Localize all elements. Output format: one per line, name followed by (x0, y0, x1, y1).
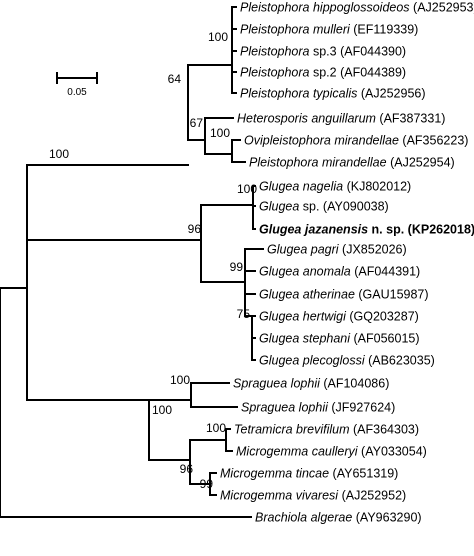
taxon-species-name: Ovipleistophora mirandellae (244, 134, 399, 148)
taxon-label: Pleistophora sp.2 (AF044389) (240, 66, 406, 80)
taxon-label: Glugea jazanensis n. sp. (KP262018) (259, 223, 474, 237)
bootstrap-value: 100 (49, 147, 69, 161)
bootstrap-value: 100 (206, 421, 226, 435)
taxon-label: Brachiola algerae (AY963290) (255, 511, 422, 525)
bootstrap-value: 64 (168, 72, 182, 86)
taxon-species-name: Glugea atherinae (259, 288, 355, 302)
taxon-label: Glugea hertwigi (GQ203287) (259, 310, 419, 324)
taxon-label: Spraguea lophii (AF104086) (233, 377, 389, 391)
taxon-accession: (AJ252953) (410, 1, 474, 15)
taxon-accession: (AY033054) (358, 445, 427, 459)
taxon-species-name: Spraguea lophii (241, 401, 329, 415)
taxon-species-name: Spraguea lophii (233, 377, 321, 391)
bootstrap-value: 100 (208, 30, 228, 44)
taxon-label: Glugea plecoglossi (AB623035) (259, 354, 435, 368)
taxon-accession: (AJ252954) (387, 156, 455, 170)
taxon-label: Glugea anomala (AF044391) (259, 265, 420, 279)
taxon-label: Pleistophora mulleri (EF119339) (240, 23, 418, 37)
bootstrap-value: 96 (180, 462, 194, 476)
bootstrap-labels: 100 64 67 100 100 100 96 99 75 100 100 96 100 99 (49, 30, 257, 491)
bootstrap-value: 100 (152, 403, 172, 417)
taxon-label: Heterosporis anguillarum (AF387331) (237, 112, 445, 126)
taxon-label: Microgemma vivaresi (AJ252952) (220, 489, 406, 503)
taxon-species-name: Glugea nagelia (259, 180, 343, 194)
taxon-species-name: Brachiola algerae (255, 511, 352, 525)
taxon-accession: (AF044391) (351, 265, 420, 279)
taxon-accession: (EF119339) (350, 23, 419, 37)
taxon-species-name: Pleistophora (240, 45, 310, 59)
taxon-accession: sp.2 (AF044389) (310, 66, 407, 80)
taxon-accession: (AJ252956) (357, 87, 425, 101)
taxon-species-name: Pleistophora mirandellae (249, 156, 387, 170)
taxon-label: Glugea stephani (AF056015) (259, 332, 420, 346)
taxon-accession: (GAU15987) (355, 288, 429, 302)
taxon-label: Spraguea lophii (JF927624) (241, 401, 395, 415)
taxon-label: Microgemma tincae (AY651319) (220, 467, 398, 481)
taxon-accession: (AY651319) (329, 467, 398, 481)
taxon-accession: (AF364303) (350, 423, 419, 437)
taxon-species-name: Pleistophora (240, 66, 310, 80)
taxon-accession: (JX852026) (339, 243, 407, 257)
taxon-label: Glugea atherinae (GAU15987) (259, 288, 429, 302)
taxon-label: Pleistophora typicalis (AJ252956) (240, 87, 426, 101)
bootstrap-value: 99 (200, 477, 214, 491)
tree-branches (0, 6, 264, 518)
taxon-accession: sp. (AY090038) (299, 200, 388, 214)
taxon-accession: (AB623035) (365, 354, 435, 368)
taxon-label: Tetramicra brevifilum (AF364303) (234, 423, 419, 437)
bootstrap-value: 99 (230, 260, 244, 274)
taxon-species-name: Glugea jazanensis (259, 223, 368, 237)
taxon-species-name: Heterosporis anguillarum (237, 112, 376, 126)
taxon-accession: (AF104086) (320, 377, 389, 391)
taxon-accession: (JF927624) (328, 401, 395, 415)
taxon-species-name: Glugea plecoglossi (259, 354, 366, 368)
taxon-label: Glugea sp. (AY090038) (259, 200, 389, 214)
taxon-label: Pleistophora mirandellae (AJ252954) (249, 156, 455, 170)
taxon-species-name: Glugea anomala (259, 265, 351, 279)
taxon-accession: (KJ802012) (343, 180, 411, 194)
taxon-species-name: Tetramicra brevifilum (234, 423, 350, 437)
taxon-species-name: Pleistophora mulleri (240, 23, 351, 37)
taxon-accession: n. sp. (KP262018) (368, 223, 474, 237)
taxon-label: Microgemma caulleryi (AY033054) (236, 445, 427, 459)
bootstrap-value: 75 (237, 307, 251, 321)
bootstrap-value: 100 (170, 373, 190, 387)
taxon-accession: (AF387331) (376, 112, 445, 126)
taxon-accession: (AF356223) (399, 134, 468, 148)
taxon-label: Pleistophora sp.3 (AF044390) (240, 45, 406, 59)
taxon-accession: (AF056015) (350, 332, 419, 346)
taxon-species-name: Glugea hertwigi (259, 310, 347, 324)
taxon-accession: (GQ203287) (346, 310, 419, 324)
taxon-accession: (AY963290) (352, 511, 421, 525)
taxon-accession: (AJ252952) (338, 489, 406, 503)
bootstrap-value: 100 (210, 126, 230, 140)
taxon-label: Pleistophora hippoglossoideos (AJ252953) (240, 1, 474, 15)
taxon-species-name: Glugea pagri (267, 243, 340, 257)
taxon-species-name: Microgemma vivaresi (220, 489, 339, 503)
scale-bar-label: 0.05 (67, 87, 87, 98)
taxon-label: Glugea pagri (JX852026) (267, 243, 407, 257)
taxon-species-name: Pleistophora hippoglossoideos (240, 1, 410, 15)
taxon-species-name: Microgemma tincae (220, 467, 329, 481)
taxon-label: Glugea nagelia (KJ802012) (259, 180, 411, 194)
scale-bar: 0.05 (56, 72, 98, 98)
taxon-species-name: Glugea stephani (259, 332, 351, 346)
taxon-species-name: Pleistophora typicalis (240, 87, 357, 101)
bootstrap-value: 100 (237, 182, 257, 196)
taxon-species-name: Microgemma caulleryi (236, 445, 359, 459)
taxon-labels: Pleistophora hippoglossoideos (AJ252953)… (220, 1, 474, 525)
taxon-label: Ovipleistophora mirandellae (AF356223) (244, 134, 468, 148)
bootstrap-value: 67 (190, 116, 204, 130)
bootstrap-value: 96 (188, 222, 202, 236)
taxon-species-name: Glugea (259, 200, 299, 214)
taxon-accession: sp.3 (AF044390) (310, 45, 407, 59)
